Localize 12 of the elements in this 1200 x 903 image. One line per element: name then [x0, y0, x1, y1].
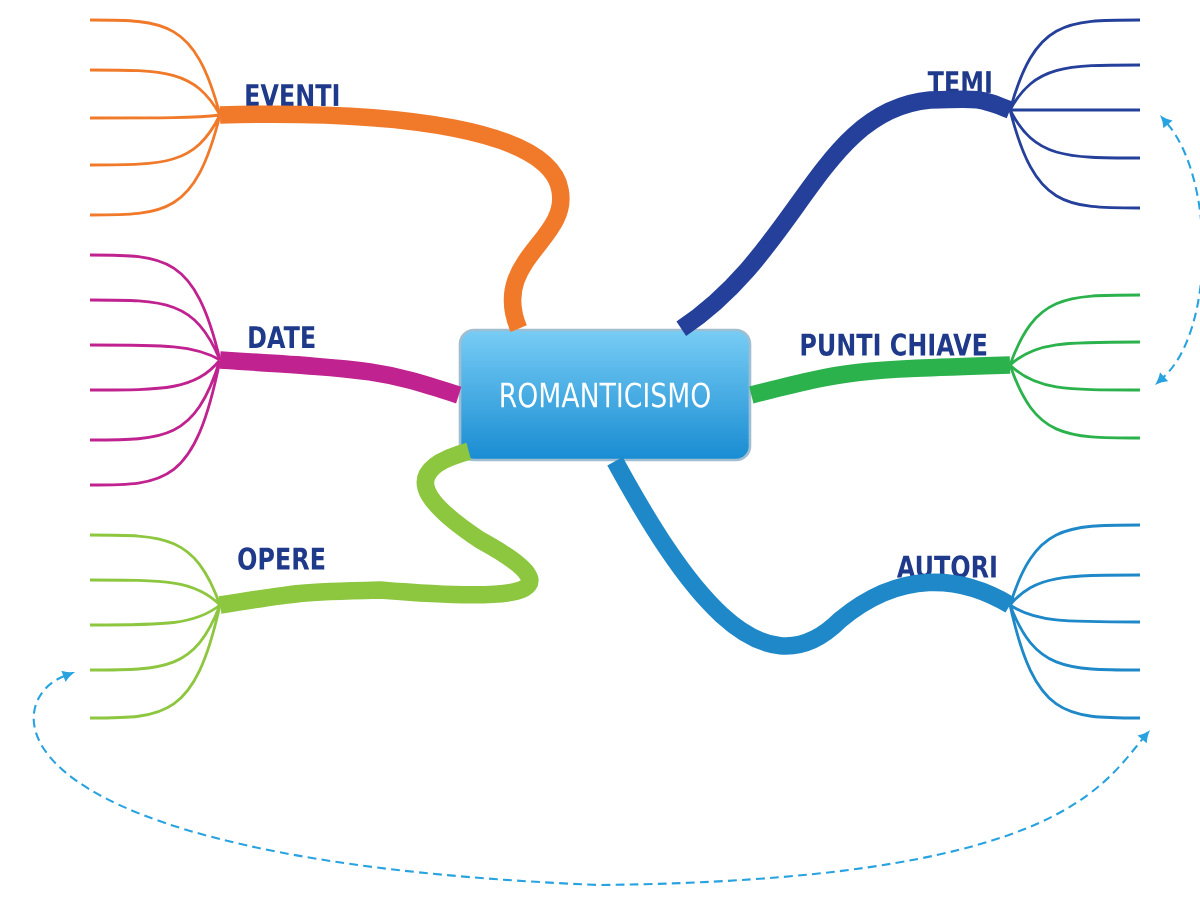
branch-curve — [749, 356, 1011, 404]
branch-curve — [676, 90, 1014, 336]
branch-label: PUNTI CHIAVE — [801, 333, 987, 356]
branch-curve — [218, 442, 538, 614]
central-topic-box: ROMANTICISMO — [458, 328, 752, 462]
dashed-arrow — [32, 671, 1149, 887]
branch-label: OPERE — [238, 547, 325, 570]
branch-label: EVENTI — [246, 84, 339, 106]
branch-curve — [607, 457, 1015, 655]
branch-curve — [219, 351, 462, 404]
branch-label: DATE — [249, 326, 315, 348]
dashed-arrow — [1156, 116, 1200, 384]
